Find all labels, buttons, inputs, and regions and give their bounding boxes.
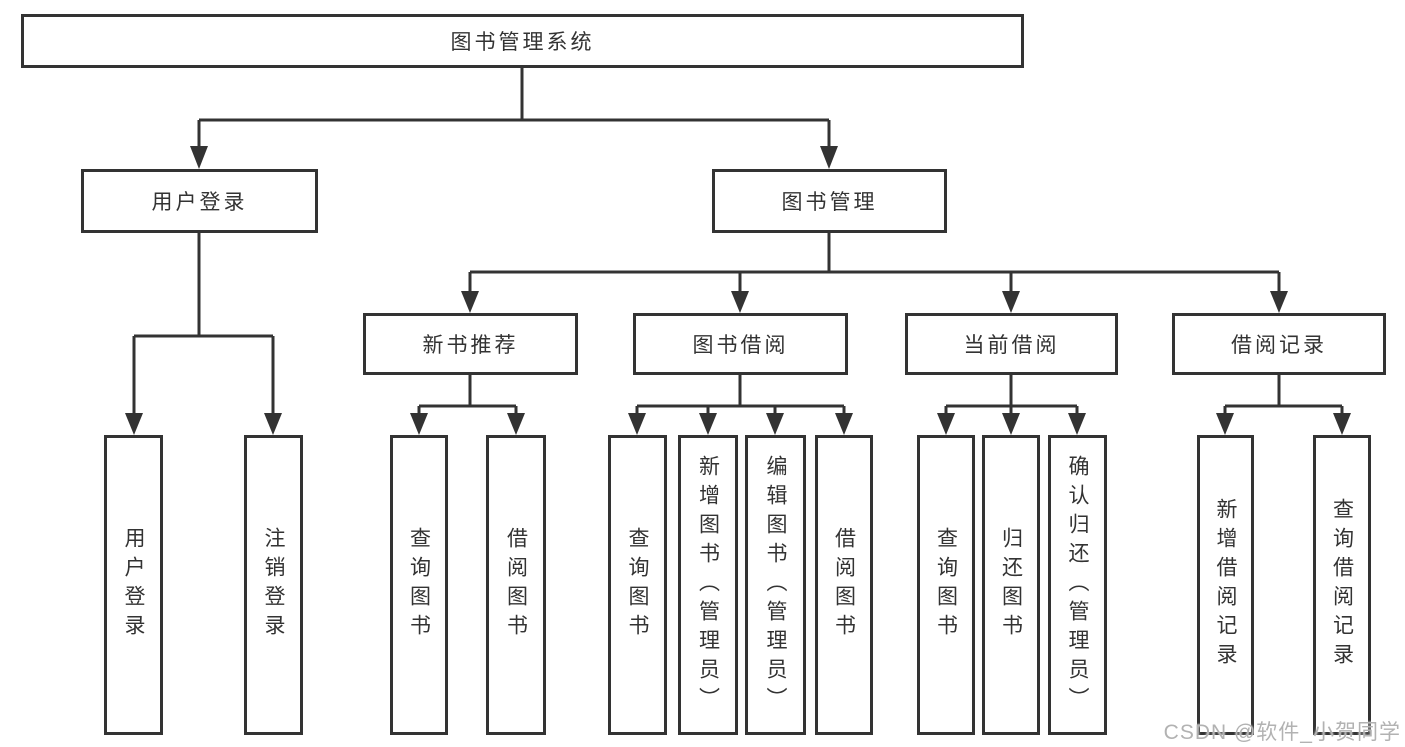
arrowhead-icon bbox=[507, 413, 525, 435]
node-label: 注销登录 bbox=[262, 527, 285, 643]
node-label: 新书推荐 bbox=[422, 334, 519, 357]
leaf-add-books-admin: 新增图书（管理员） bbox=[678, 435, 738, 735]
leaf-borrow-books-borrowing: 借阅图书 bbox=[815, 435, 873, 735]
node-label: 用户登录 bbox=[151, 191, 248, 214]
node-user-login: 用户登录 bbox=[81, 169, 318, 233]
node-label: 查询图书 bbox=[626, 527, 649, 643]
node-label: 图书借阅 bbox=[692, 334, 789, 357]
node-borrowing-records: 借阅记录 bbox=[1172, 313, 1386, 375]
arrowhead-icon bbox=[1333, 413, 1351, 435]
node-label: 用户登录 bbox=[122, 527, 145, 643]
arrowhead-icon bbox=[1270, 291, 1288, 313]
arrowhead-icon bbox=[1068, 413, 1086, 435]
arrowhead-icon bbox=[937, 413, 955, 435]
arrowhead-icon bbox=[731, 291, 749, 313]
arrowhead-icon bbox=[264, 413, 282, 435]
arrowhead-icon bbox=[1002, 291, 1020, 313]
node-library-management-system: 图书管理系统 bbox=[21, 14, 1024, 68]
node-label: 图书管理系统 bbox=[450, 31, 595, 54]
leaf-logout: 注销登录 bbox=[244, 435, 303, 735]
arrowhead-icon bbox=[190, 146, 208, 169]
node-label: 借阅记录 bbox=[1231, 334, 1327, 357]
arrowhead-icon bbox=[1216, 413, 1234, 435]
leaf-user-login: 用户登录 bbox=[104, 435, 163, 735]
node-label: 查询图书 bbox=[934, 527, 958, 643]
leaf-query-borrow-record: 查询借阅记录 bbox=[1313, 435, 1371, 735]
leaf-edit-books-admin: 编辑图书（管理员） bbox=[745, 435, 806, 735]
node-label: 新增借阅记录 bbox=[1214, 498, 1237, 672]
node-label: 查询图书 bbox=[407, 527, 431, 643]
node-label: 归还图书 bbox=[999, 527, 1023, 643]
node-book-borrowing: 图书借阅 bbox=[633, 313, 848, 375]
arrowhead-icon bbox=[628, 413, 646, 435]
leaf-query-books-recommend: 查询图书 bbox=[390, 435, 448, 735]
arrowhead-icon bbox=[820, 146, 838, 169]
arrowhead-icon bbox=[835, 413, 853, 435]
node-label: 图书管理 bbox=[781, 191, 878, 214]
node-label: 借阅图书 bbox=[832, 527, 856, 643]
node-label: 查询借阅记录 bbox=[1330, 498, 1354, 672]
leaf-return-books: 归还图书 bbox=[982, 435, 1040, 735]
leaf-query-books-current: 查询图书 bbox=[917, 435, 975, 735]
node-label: 借阅图书 bbox=[504, 527, 528, 643]
node-book-management: 图书管理 bbox=[712, 169, 947, 233]
leaf-add-borrow-record: 新增借阅记录 bbox=[1197, 435, 1254, 735]
csdn-watermark: CSDN @软件_小贺同学 bbox=[1163, 721, 1401, 744]
leaf-query-books-borrowing: 查询图书 bbox=[608, 435, 667, 735]
leaf-confirm-return-admin: 确认归还（管理员） bbox=[1048, 435, 1107, 735]
node-label: 当前借阅 bbox=[963, 334, 1060, 357]
arrowhead-icon bbox=[699, 413, 717, 435]
arrowhead-icon bbox=[461, 291, 479, 313]
arrowhead-icon bbox=[766, 413, 784, 435]
node-label: 确认归还（管理员） bbox=[1066, 454, 1089, 716]
node-label: 编辑图书（管理员） bbox=[764, 454, 787, 716]
node-new-book-recommendation: 新书推荐 bbox=[363, 313, 578, 375]
node-current-borrowing: 当前借阅 bbox=[905, 313, 1118, 375]
node-label: 新增图书（管理员） bbox=[696, 454, 720, 716]
arrowhead-icon bbox=[125, 413, 143, 435]
leaf-borrow-books-recommend: 借阅图书 bbox=[486, 435, 546, 735]
arrowhead-icon bbox=[410, 413, 428, 435]
arrowhead-icon bbox=[1002, 413, 1020, 435]
